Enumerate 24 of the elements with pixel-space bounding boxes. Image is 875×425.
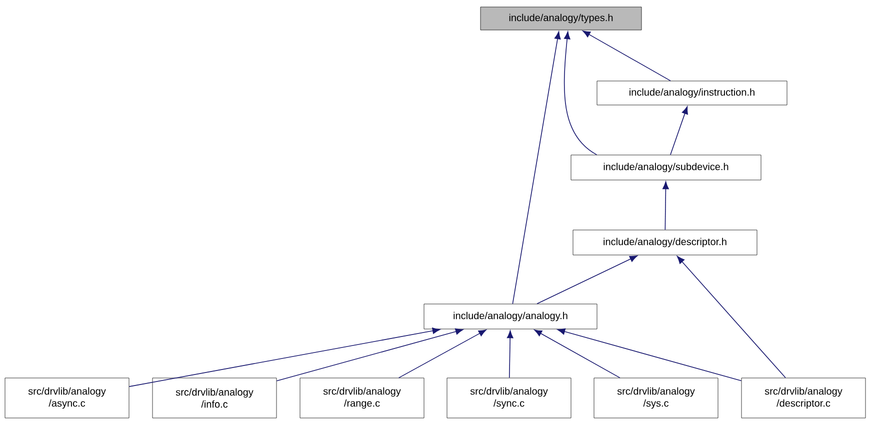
arrow	[128, 328, 440, 387]
file-box: include/analogy/instruction.h	[596, 80, 788, 106]
file-box: include/analogy/analogy.h	[424, 304, 598, 330]
arrow	[512, 31, 561, 304]
arrow	[536, 255, 638, 304]
arrow	[398, 330, 486, 378]
arrow	[557, 328, 742, 382]
file-box: src/drvlib/analogy /range.c	[300, 378, 424, 418]
file-box: src/drvlib/analogy /info.c	[152, 378, 277, 418]
file-box: include/analogy/subdevice.h	[570, 154, 762, 180]
file-box: include/analogy/descriptor.h	[572, 230, 758, 256]
arrow	[670, 106, 688, 156]
arrow	[676, 256, 786, 378]
arrow	[506, 330, 514, 378]
arrow	[582, 30, 671, 82]
arrow	[564, 31, 598, 156]
file-box: src/drvlib/analogy /sys.c	[594, 378, 718, 418]
file-box: src/drvlib/analogy /descriptor.c	[741, 378, 866, 418]
file-box: include/analogy/types.h	[480, 6, 642, 30]
file-box: src/drvlib/analogy /async.c	[4, 378, 130, 418]
arrow	[534, 330, 620, 378]
arrow	[662, 181, 669, 230]
file-box: src/drvlib/analogy /sync.c	[446, 378, 572, 418]
arrow	[276, 328, 464, 382]
